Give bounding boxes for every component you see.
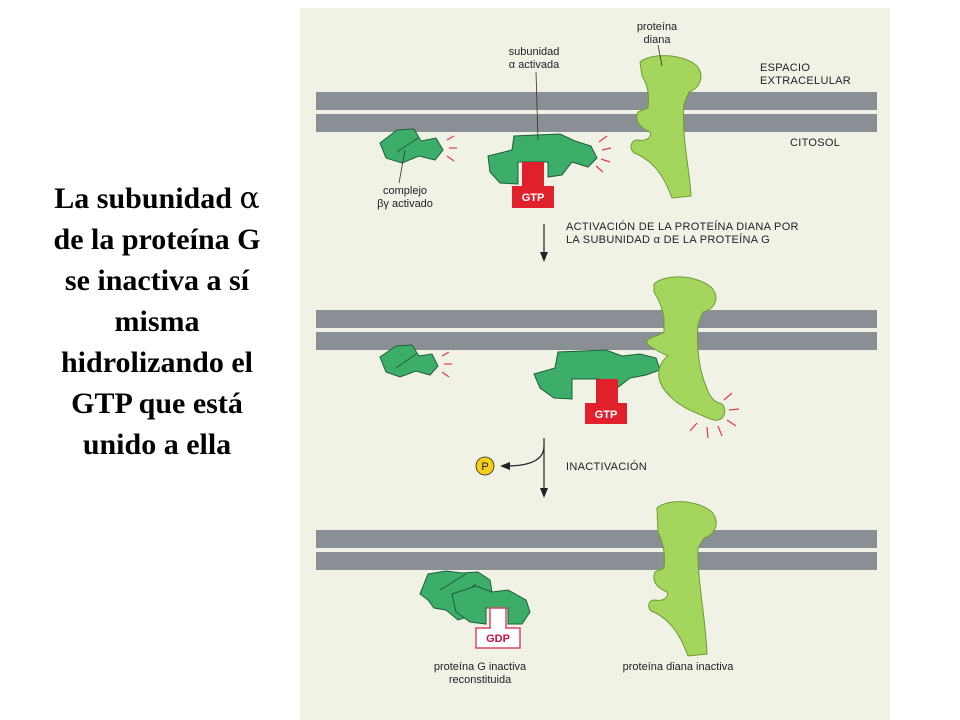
label-inactive-g-a: proteína G inactiva — [434, 661, 527, 673]
bg-complex-1 — [379, 128, 444, 164]
target-protein-3 — [648, 501, 717, 657]
arrow-step-2: P INACTIVACIÓN — [475, 438, 647, 498]
label-bg-complex-a: complejo — [383, 185, 427, 197]
caption: La subunidad α de la proteína G se inact… — [22, 178, 292, 465]
bg-complex-2 — [379, 344, 439, 378]
membrane-outer-2 — [316, 310, 877, 328]
alpha-subunit-2 — [533, 349, 661, 400]
label-step1-a: ACTIVACIÓN DE LA PROTEÍNA DIANA POR — [566, 220, 799, 233]
gtp-2: GTP — [585, 379, 627, 424]
label-step1-b: LA SUBUNIDAD α DE LA PROTEÍNA G — [566, 233, 770, 246]
alpha-symbol: α — [239, 181, 260, 216]
membrane-inner-2 — [316, 332, 877, 350]
label-target-1b: diana — [644, 34, 672, 46]
label-alpha-1a: subunidad — [509, 46, 560, 58]
target-protein-2 — [645, 276, 726, 421]
membrane-outer-1 — [316, 92, 877, 110]
caption-line-3: se inactiva a sí — [64, 264, 250, 297]
phosphate-label: P — [481, 461, 488, 473]
label-extracellular-1b: EXTRACELULAR — [760, 75, 851, 87]
gtp-label-1: GTP — [522, 192, 545, 204]
bg-complex-divider-1 — [396, 137, 419, 153]
caption-line-7: unido a ella — [82, 428, 232, 461]
membrane-inner-3 — [316, 552, 877, 570]
caption-line-6: GTP que está — [71, 387, 243, 420]
activation-rays-2 — [595, 135, 612, 173]
alpha-subunit-1 — [487, 133, 598, 185]
leader-bg-complex — [398, 149, 406, 184]
caption-line-4: misma — [114, 305, 200, 338]
gdp-label: GDP — [486, 633, 510, 645]
label-cytosol: CITOSOL — [790, 137, 840, 149]
membrane-inner-1 — [316, 114, 877, 132]
caption-line-2: de la proteína G — [53, 223, 261, 256]
label-bg-complex-b: βγ activado — [377, 198, 433, 210]
gtp-1: GTP — [512, 162, 554, 208]
membrane-outer-3 — [316, 530, 877, 548]
gtp-label-2: GTP — [595, 409, 618, 421]
activation-rays-1 — [446, 135, 457, 162]
gdp: GDP — [475, 607, 521, 649]
activation-rays-4 — [689, 392, 740, 439]
bg-complex-divider-2 — [395, 353, 417, 369]
caption-line-5: hidrolizando el — [61, 346, 253, 379]
label-extracellular-1a: ESPACIO — [760, 62, 810, 74]
label-target-1a: proteína — [637, 21, 678, 33]
phosphate-circle — [475, 456, 495, 476]
caption-line-1: La subunidad α — [54, 181, 260, 216]
panel-2: GTP — [316, 276, 877, 439]
activation-rays-3 — [441, 351, 452, 378]
alpha-subunit-3 — [451, 585, 531, 625]
leader-alpha — [535, 71, 539, 141]
leader-target — [657, 44, 663, 67]
label-step2: INACTIVACIÓN — [566, 460, 647, 473]
label-inactive-g-b: reconstituida — [449, 674, 512, 686]
release-branch — [505, 445, 545, 467]
label-alpha-1b: α activada — [509, 59, 560, 71]
label-inactive-target: proteína diana inactiva — [623, 661, 735, 673]
target-protein-1 — [630, 55, 702, 199]
